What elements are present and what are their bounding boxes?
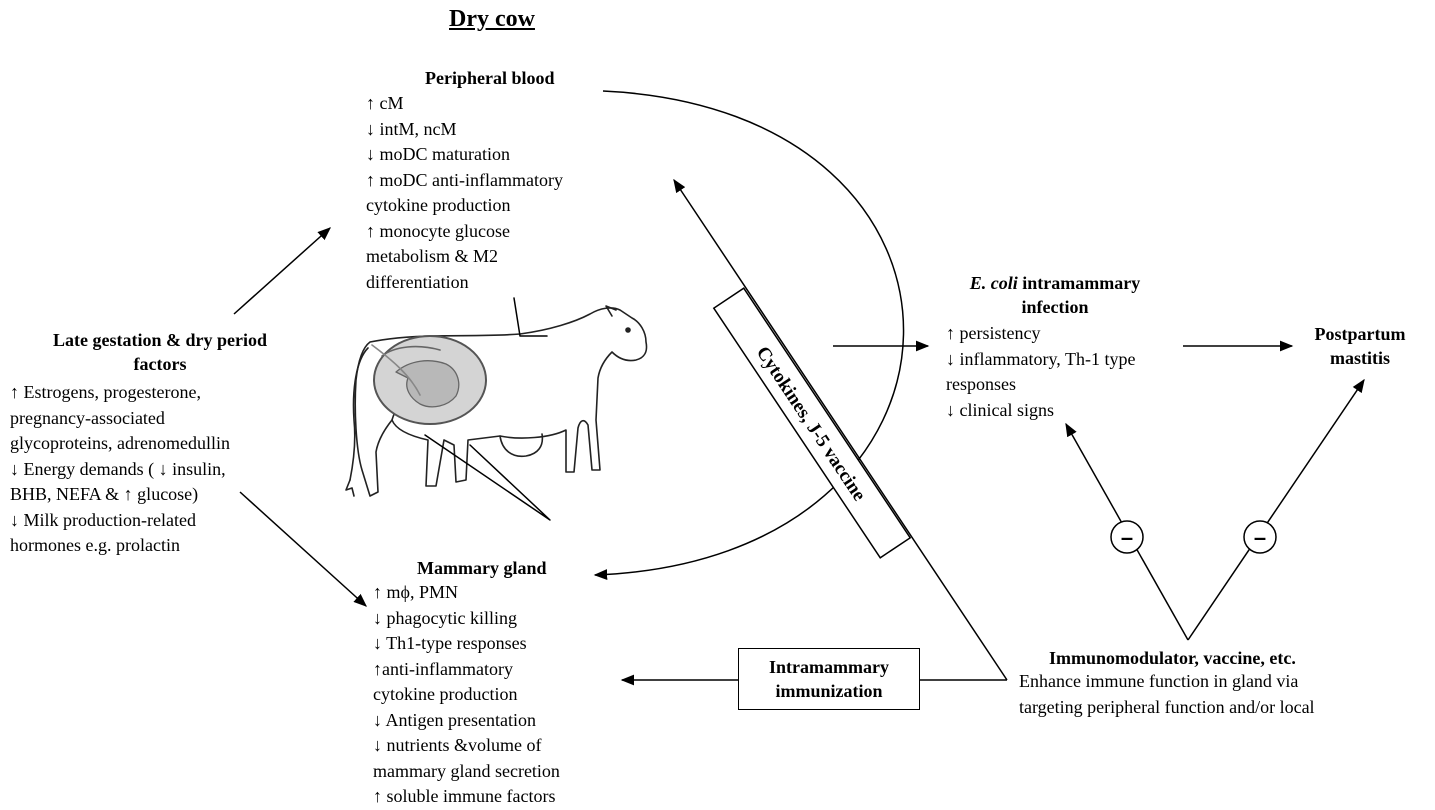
- inhibit-circle-right: –: [1244, 521, 1276, 553]
- cow-illustration: [346, 298, 647, 520]
- gestation-to-gland-arrow: [240, 492, 366, 606]
- cytokines-arrow-line: [674, 180, 1007, 680]
- cytokines-label: Cytokines, J-5 vaccine: [752, 343, 870, 505]
- gestation-to-blood-arrow: [234, 228, 330, 314]
- immunomodulator-to-mastitis-arrow: [1188, 380, 1364, 640]
- inhibit-circle-left: –: [1111, 521, 1143, 553]
- inhibit-symbol-right: –: [1254, 525, 1266, 550]
- inhibit-symbol-left: –: [1121, 525, 1133, 550]
